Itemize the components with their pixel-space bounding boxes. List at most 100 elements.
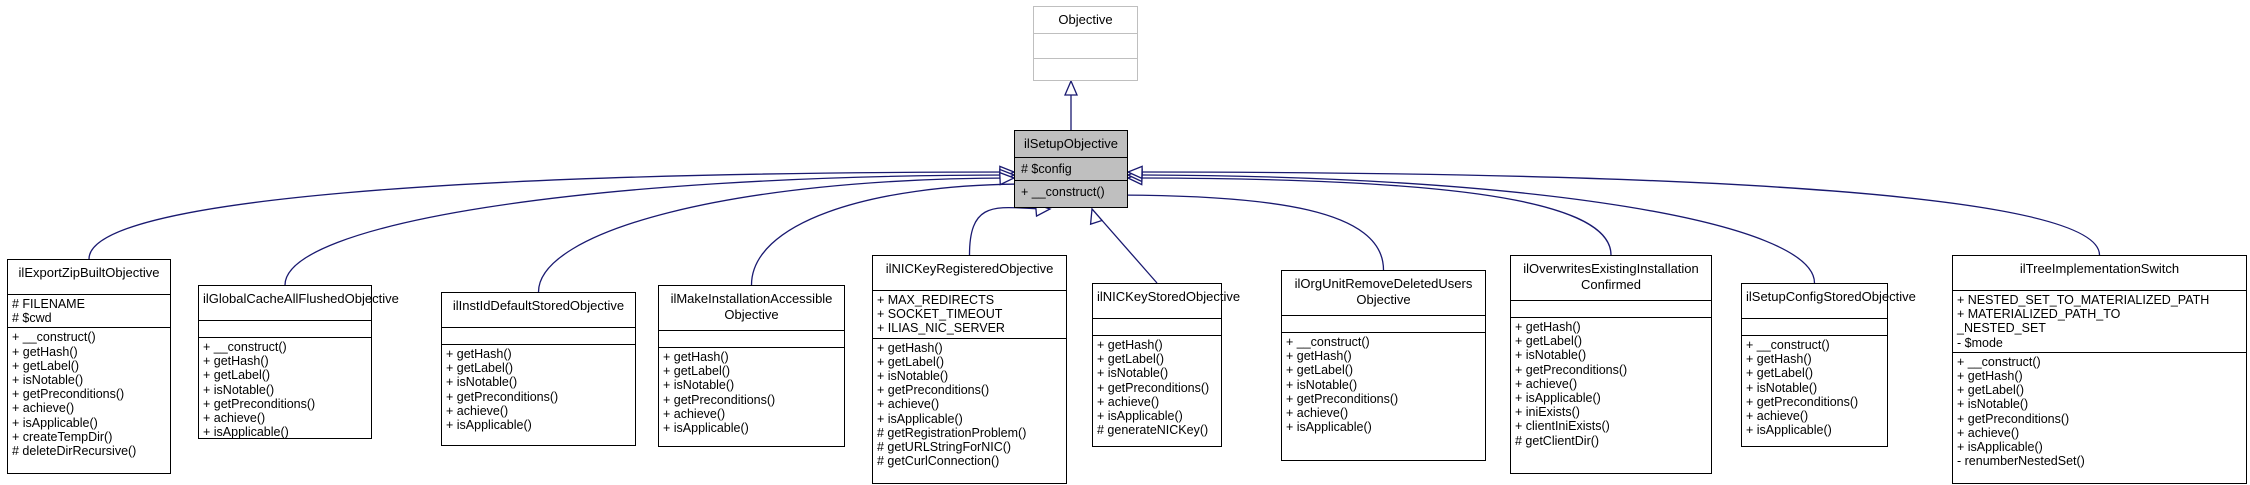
method: + __construct(): [1286, 335, 1370, 349]
inheritance-edge: [1127, 177, 1612, 256]
class-box: ilTreeImplementationSwitch + NESTED_SET_T…: [1952, 255, 2247, 484]
methods-section: + getHash()+ getLabel()+ isNotable()+ ge…: [1093, 335, 1221, 439]
generalization-arrowhead: [1064, 79, 1078, 96]
class-name: ilSetupObjective: [1024, 136, 1118, 151]
method: + getLabel(): [1957, 383, 2025, 398]
method: + getPreconditions(): [1286, 391, 1399, 406]
class-name: ilNICKeyStoredObjective: [1097, 289, 1241, 304]
attribute: + NESTED_SET_TO_MATERIALIZED_PATH: [1957, 293, 2210, 307]
method: + getHash(): [663, 350, 729, 364]
inheritance-edge: [1127, 174, 1816, 284]
class-name: ilInstIdDefaultStoredObjective: [452, 298, 625, 313]
method: + getHash(): [1746, 352, 1812, 367]
method: + isNotable(): [446, 375, 518, 390]
method: + achieve(): [1515, 376, 1578, 391]
method: + isNotable(): [1515, 348, 1587, 363]
inheritance-edge: [284, 174, 1015, 286]
method: + getHash(): [203, 354, 269, 369]
method: + isApplicable(): [1286, 420, 1372, 435]
method: # getClientDir(): [1515, 433, 1600, 448]
methods-section: + getHash()+ getLabel()+ isNotable()+ ge…: [659, 347, 844, 437]
class-box: ilInstIdDefaultStoredObjective + getHash(…: [441, 292, 636, 446]
method: + getLabel(): [12, 358, 80, 373]
class-box: ilMakeInstallationAccessible Objective + …: [658, 285, 845, 447]
class-name: ilExportZipBuiltObjective: [18, 265, 160, 280]
method: + achieve(): [1957, 425, 2020, 440]
method: + getLabel(): [663, 364, 731, 379]
attributes-section: + MAX_REDIRECTS+ SOCKET_TIMEOUT+ ILIAS_N…: [873, 290, 1066, 338]
method: + achieve(): [1746, 409, 1809, 424]
method: + isNotable(): [663, 378, 735, 393]
inheritance-edge: [750, 183, 1031, 286]
class-name: ilNICKeyRegisteredObjective: [885, 261, 1054, 276]
method: + isApplicable(): [1957, 440, 2043, 455]
attribute: - $mode: [1957, 335, 2003, 350]
method: + getPreconditions(): [1515, 362, 1628, 377]
methods-section: + __construct()+ getHash()+ getLabel()+ …: [1953, 351, 2246, 471]
inheritance-edge: [1127, 171, 2101, 256]
class-box: ilOverwritesExistingInstallation Confirm…: [1510, 255, 1712, 474]
method: + achieve(): [877, 397, 940, 412]
methods-section: + getHash()+ getLabel()+ isNotable()+ ge…: [442, 344, 635, 434]
attribute: + ILIAS_NIC_SERVER: [877, 321, 1005, 336]
attribute: # FILENAME: [12, 297, 85, 311]
attributes-section: [1093, 318, 1221, 335]
method: + getHash(): [1097, 338, 1163, 352]
method: + getPreconditions(): [877, 383, 990, 398]
method: + createTempDir(): [12, 429, 113, 444]
methods-section: + __construct()+ getHash()+ getLabel()+ …: [1742, 335, 1887, 439]
class-name: ilTreeImplementationSwitch: [2019, 261, 2180, 276]
method: + getPreconditions(): [663, 392, 776, 407]
methods-section: + getHash()+ getLabel()+ isNotable()+ ge…: [1511, 317, 1711, 450]
inheritance-edge: [1091, 208, 1158, 284]
method: + getLabel(): [1286, 363, 1354, 378]
attribute: # $config: [1021, 162, 1072, 176]
method: + clientIniExists(): [1515, 419, 1610, 434]
attributes-section: [1282, 315, 1485, 332]
class-name: Objective: [1058, 12, 1113, 27]
methods-section: + getHash()+ getLabel()+ isNotable()+ ge…: [873, 337, 1066, 471]
method: + getPreconditions(): [446, 389, 559, 404]
method: + achieve(): [203, 411, 266, 426]
method: + isNotable(): [12, 373, 84, 388]
class-box: ilExportZipBuiltObjective # FILENAME# $cw…: [7, 259, 171, 474]
method: + isApplicable(): [877, 411, 963, 426]
methods-section: + __construct()+ getHash()+ getLabel()+ …: [199, 337, 371, 441]
method: + achieve(): [1097, 394, 1160, 409]
method: + achieve(): [663, 406, 726, 421]
method: + isApplicable(): [446, 418, 532, 433]
attribute: + SOCKET_TIMEOUT: [877, 307, 1003, 322]
attribute: + MATERIALIZED_PATH_TO _NESTED_SET: [1957, 307, 2121, 336]
method: + __construct(): [12, 330, 96, 345]
attributes-section: [659, 330, 844, 347]
generalization-arrowhead: [999, 171, 1016, 186]
method: + isApplicable(): [1746, 423, 1832, 438]
method: + isApplicable(): [203, 425, 289, 440]
method: + getPreconditions(): [1957, 411, 2070, 426]
method: # getURLStringForNIC(): [877, 440, 1012, 455]
class-name: ilGlobalCacheAllFlushedObjective: [203, 291, 399, 306]
inheritance-edge: [537, 177, 1015, 293]
method: # generateNICKey(): [1097, 423, 1209, 438]
method: - renumberNestedSet(): [1957, 454, 2085, 469]
method: + getHash(): [446, 347, 512, 361]
method: + getPreconditions(): [203, 396, 316, 411]
methods-section: + __construct()+ getHash()+ getLabel()+ …: [8, 327, 170, 460]
method: + achieve(): [12, 401, 75, 416]
attributes-section: [442, 327, 635, 344]
method: + isApplicable(): [663, 421, 749, 436]
method: + getLabel(): [1097, 352, 1165, 367]
class-ilsetupobjective: ilSetupObjective # $config + __construct…: [1014, 130, 1128, 208]
class-box: ilNICKeyRegisteredObjective + MAX_REDIREC…: [872, 255, 1067, 484]
method: + iniExists(): [1515, 405, 1580, 420]
class-name: ilMakeInstallationAccessible Objective: [670, 291, 833, 322]
attribute: # $cwd: [12, 311, 52, 326]
method: + getHash(): [1515, 320, 1581, 334]
method: + getHash(): [1957, 369, 2023, 384]
attributes-section: [199, 320, 371, 337]
generalization-arrowhead: [1126, 165, 1143, 180]
method: + isNotable(): [877, 369, 949, 384]
method: + isApplicable(): [1097, 409, 1183, 424]
class-box: ilOrgUnitRemoveDeletedUsers Objective+ _…: [1281, 270, 1486, 461]
attributes-section: # $config: [1015, 157, 1127, 180]
